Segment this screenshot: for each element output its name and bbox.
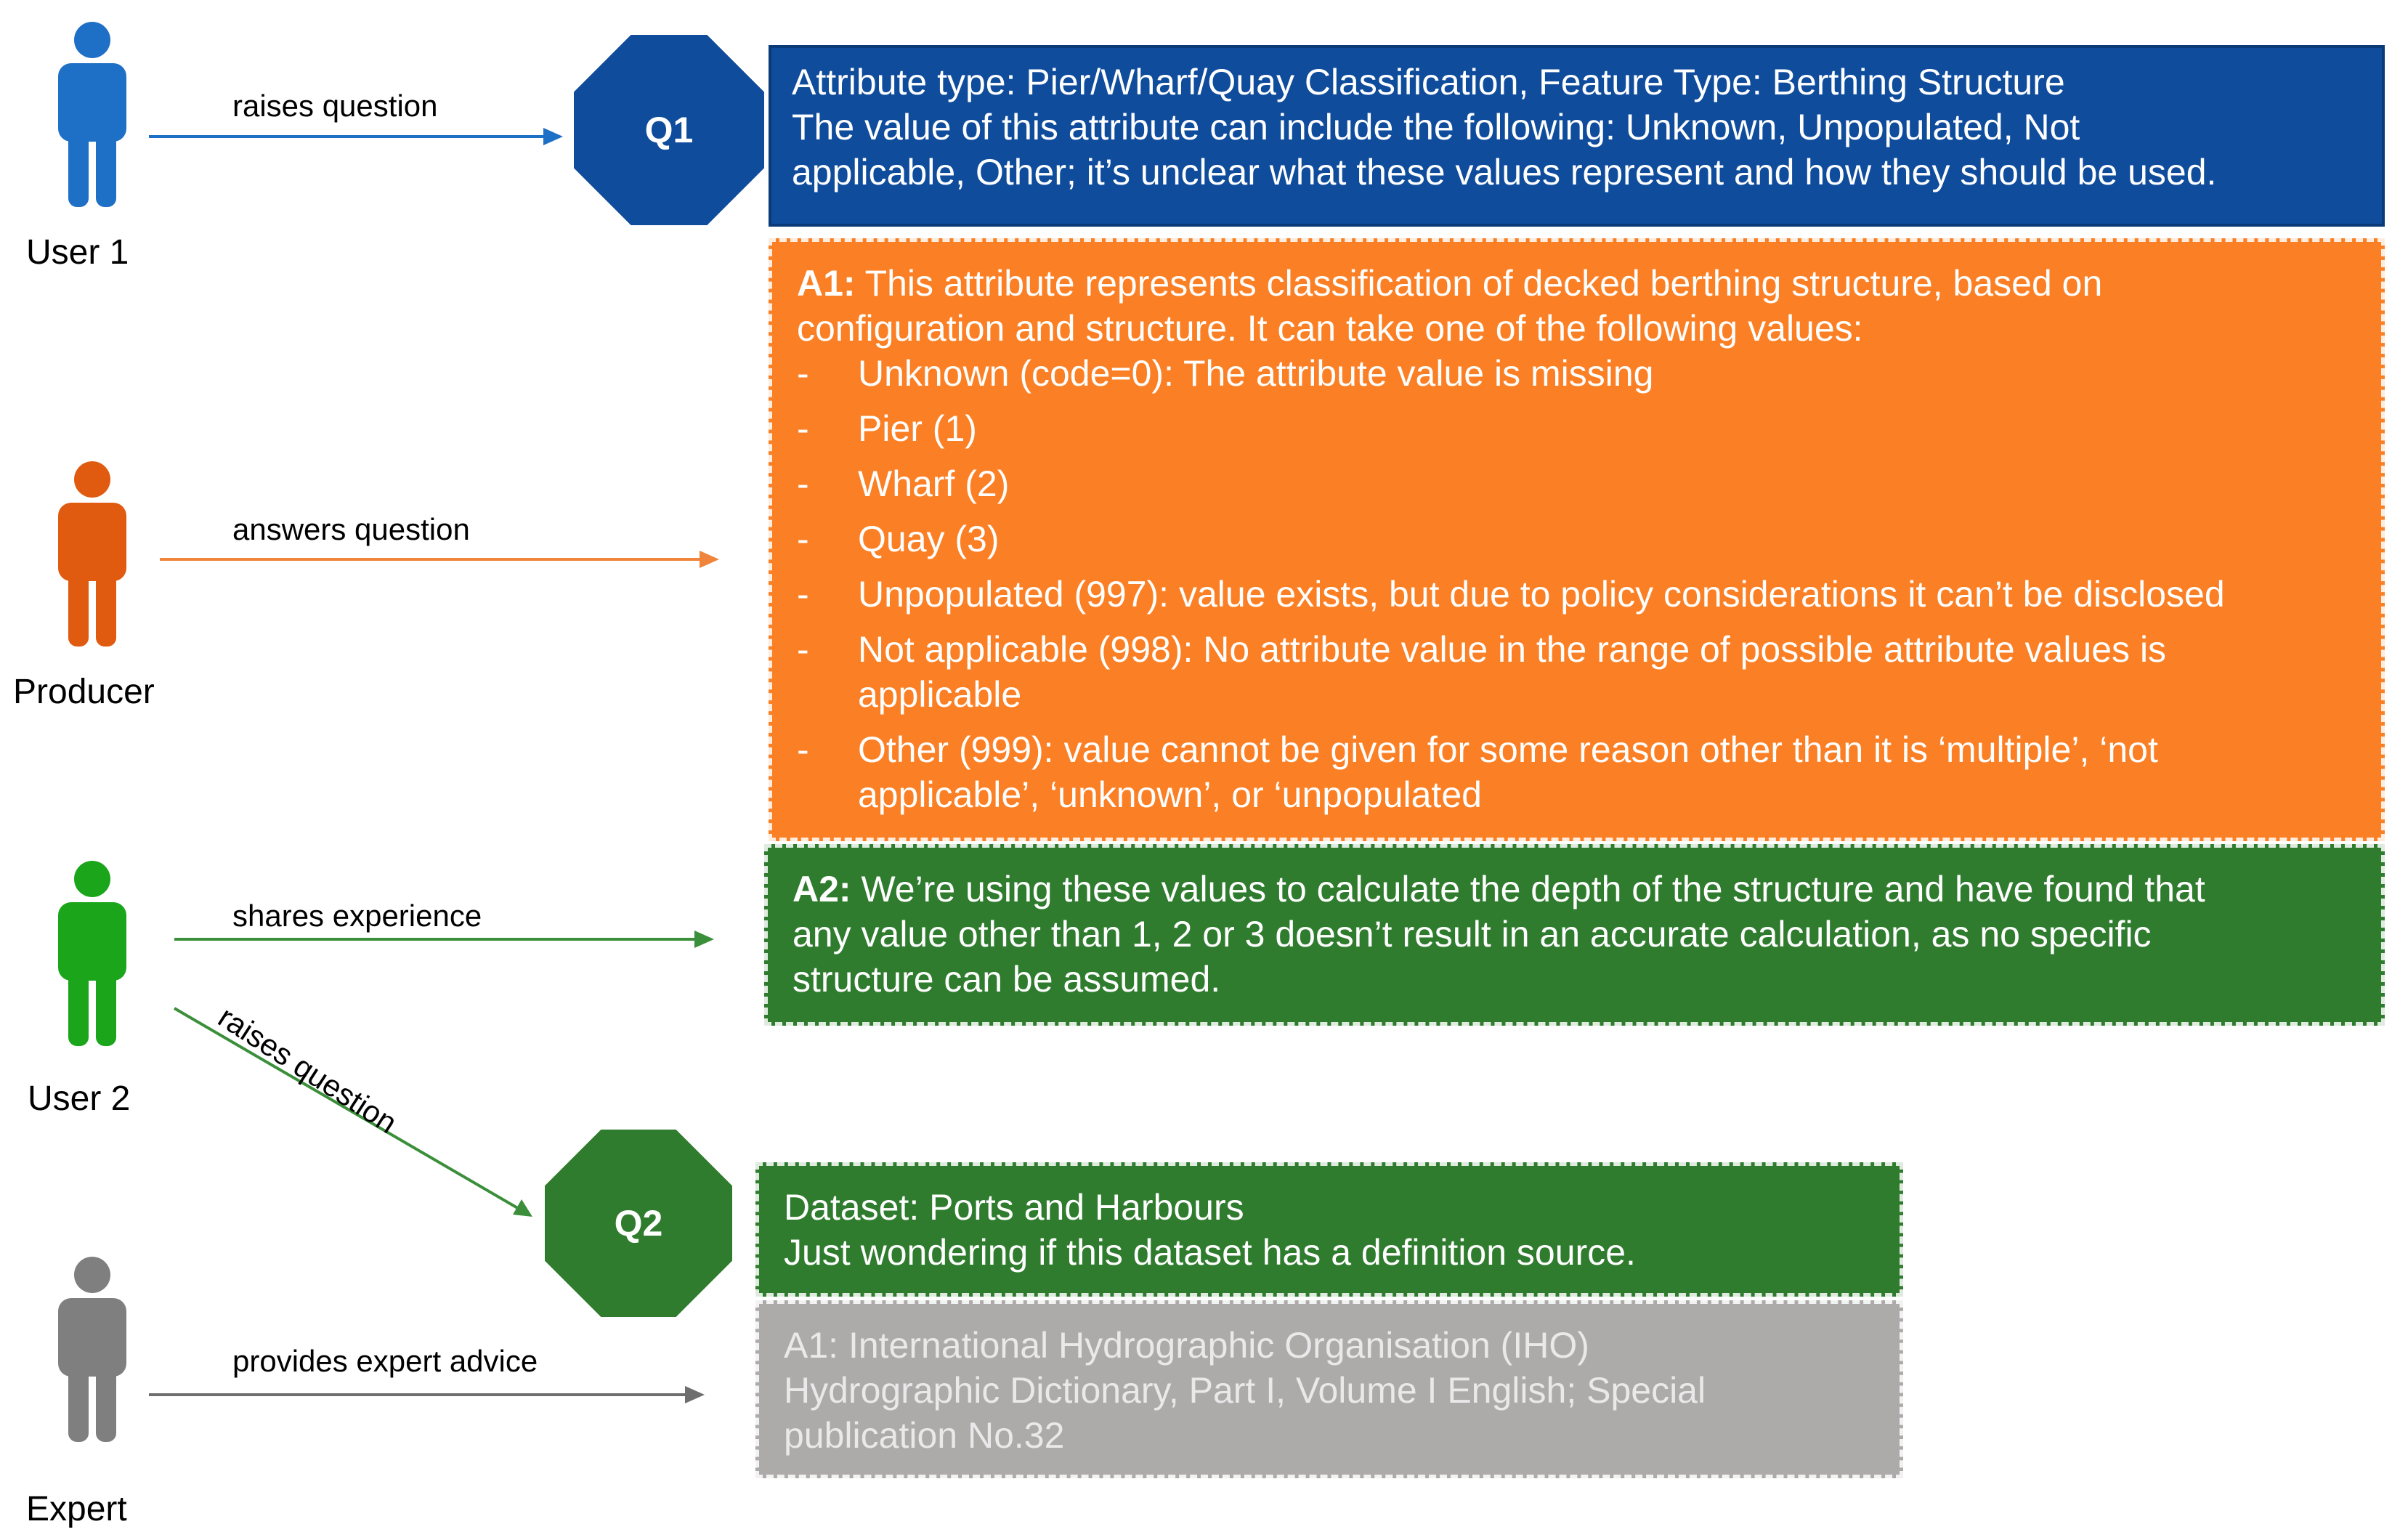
q1-node: Q1: [574, 35, 764, 225]
a1-list-item-unpopulated: - Unpopulated (997): value exists, but d…: [797, 572, 2356, 617]
a1-list-item-unknown: - Unknown (code=0): The attribute value …: [797, 351, 2356, 396]
expert-label: Expert: [26, 1490, 127, 1528]
arrow-user1-to-q1: [149, 128, 563, 145]
a1-item-text: Wharf (2): [858, 463, 1010, 504]
a1-item-text: applicable’, ‘unknown’, or ‘unpopulated: [858, 774, 1482, 815]
a2-line: any value other than 1, 2 or 3 doesn’t r…: [792, 914, 2152, 955]
user2-label: User 2: [28, 1079, 131, 1118]
bullet-dash: -: [797, 408, 809, 449]
bullet-dash: -: [797, 574, 809, 615]
arrow-user2-to-q2: [173, 1007, 532, 1217]
bullet-dash: -: [797, 629, 809, 670]
expert-answer-line: A1: International Hydrographic Organisat…: [784, 1325, 1589, 1366]
q1-line: Attribute type: Pier/Wharf/Quay Classifi…: [792, 62, 2065, 102]
edge-label-answers-question: answers question: [232, 512, 470, 546]
q2-line: Just wondering if this dataset has a def…: [784, 1232, 1636, 1273]
bullet-dash: -: [797, 463, 809, 504]
user2-person-icon: [58, 861, 126, 1046]
a1-intro-line: configuration and structure. It can take…: [797, 308, 1863, 349]
arrow-expert-to-a1b: [149, 1386, 705, 1403]
q1-line: applicable, Other; it’s unclear what the…: [792, 152, 2217, 192]
a1-list-item-quay: - Quay (3): [797, 516, 2356, 562]
a1-item-text: Quay (3): [858, 519, 1000, 559]
a1-list-item-not-applicable: - Not applicable (998): No attribute val…: [797, 627, 2356, 717]
a2-prefix: A2:: [792, 869, 851, 909]
expert-answer-line: publication No.32: [784, 1415, 1065, 1456]
a1-list-item-pier: - Pier (1): [797, 406, 2356, 451]
bullet-dash: -: [797, 353, 809, 394]
producer-label: Producer: [13, 673, 155, 711]
a2-line: structure can be assumed.: [792, 959, 1221, 1000]
arrow-producer-to-a1: [160, 551, 719, 568]
a1-item-text: Not applicable (998): No attribute value…: [858, 629, 2167, 670]
a2-line: We’re using these values to calculate th…: [851, 869, 2205, 909]
q2-node: Q2: [545, 1130, 732, 1317]
q1-node-label: Q1: [644, 110, 694, 150]
q2-question-box: Dataset: Ports and Harbours Just wonderi…: [755, 1162, 1903, 1297]
q1-line: The value of this attribute can include …: [792, 107, 2080, 147]
a1-item-text: Other (999): value cannot be given for s…: [858, 729, 2158, 770]
a1-list-item-other: - Other (999): value cannot be given for…: [797, 727, 2356, 817]
edge-label-provides-expert-advice: provides expert advice: [232, 1344, 538, 1378]
bullet-dash: -: [797, 729, 809, 770]
a2-answer-box: A2: We’re using these values to calculat…: [764, 844, 2385, 1026]
bullet-dash: -: [797, 519, 809, 559]
edge-label-shares-experience: shares experience: [232, 899, 482, 933]
a1-item-text: Unknown (code=0): The attribute value is…: [858, 353, 1654, 394]
edge-label-raises-question-1: raises question: [232, 89, 438, 123]
expert-person-icon: [58, 1257, 126, 1442]
a1-prefix: A1:: [797, 263, 856, 304]
expert-answer-box: A1: International Hydrographic Organisat…: [755, 1300, 1903, 1478]
expert-answer-line: Hydrographic Dictionary, Part I, Volume …: [784, 1370, 1706, 1411]
user1-label: User 1: [26, 233, 129, 272]
a1-item-text: Pier (1): [858, 408, 977, 449]
a1-answer-box: A1: This attribute represents classifica…: [769, 238, 2385, 841]
a1-intro-line: This attribute represents classification…: [855, 263, 2103, 304]
q2-line: Dataset: Ports and Harbours: [784, 1187, 1244, 1228]
q1-question-box: Attribute type: Pier/Wharf/Quay Classifi…: [769, 45, 2385, 227]
a1-item-text: applicable: [858, 674, 1022, 715]
a1-item-text: Unpopulated (997): value exists, but due…: [858, 574, 2225, 615]
arrow-user2-to-a2: [174, 931, 714, 948]
q2-node-label: Q2: [614, 1203, 663, 1244]
user1-person-icon: [58, 22, 126, 207]
a1-list-item-wharf: - Wharf (2): [797, 461, 2356, 506]
producer-person-icon: [58, 461, 126, 647]
